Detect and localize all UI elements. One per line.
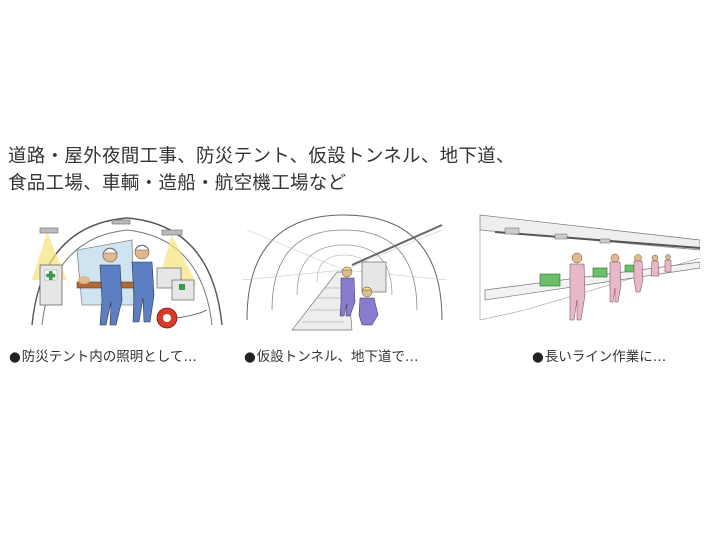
caption-text: 仮設トンネル、地下道で… [256, 349, 419, 365]
bullet-icon: ● [532, 349, 544, 365]
heading-line-2: 食品工場、車輌・造船・航空機工場など [8, 173, 347, 194]
caption-text: 長いライン作業に… [544, 349, 667, 365]
bullet-icon: ● [244, 349, 256, 365]
caption-tunnel: ●仮設トンネル、地下道で… [244, 345, 419, 365]
worker-figure [569, 252, 586, 321]
factory-line-illustration [475, 210, 700, 335]
caption-line: ●長いライン作業に… [532, 345, 666, 365]
tunnel-illustration [242, 210, 447, 335]
caption-tent: ●防災テント内の照明として… [9, 345, 197, 365]
caption-text: 防災テント内の照明として… [21, 349, 197, 365]
bullet-icon: ● [9, 349, 21, 365]
heading: 道路・屋外夜間工事、防災テント、仮設トンネル、地下道、 食品工場、車輌・造船・航… [8, 143, 515, 197]
heading-line-1: 道路・屋外夜間工事、防災テント、仮設トンネル、地下道、 [8, 146, 515, 167]
tent-illustration [22, 210, 232, 335]
